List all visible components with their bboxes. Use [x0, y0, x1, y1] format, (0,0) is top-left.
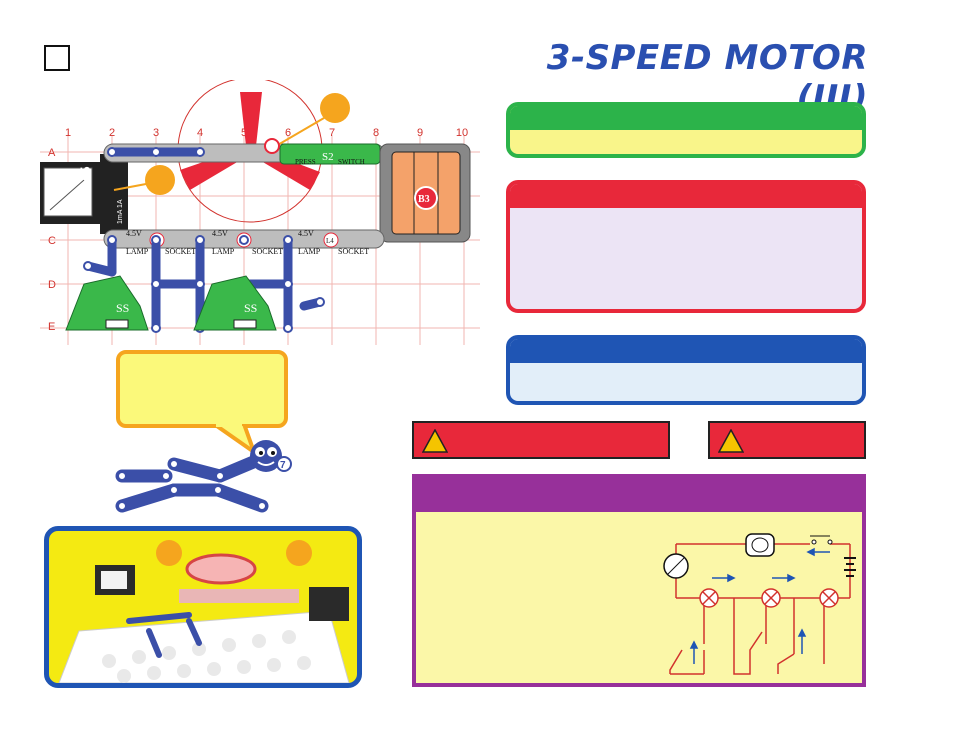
checkbox-icon[interactable] [44, 45, 70, 71]
col-label: 7 [329, 127, 335, 139]
instructions-box [506, 180, 866, 313]
callout-marker [145, 165, 175, 195]
row-label: C [48, 235, 56, 247]
warning-icon [718, 429, 744, 453]
col-label: 9 [417, 127, 423, 139]
warning-banner [412, 421, 670, 459]
lamp-label-right: SOCKET [252, 247, 283, 256]
page-title: 3-SPEED MOTOR (III) [546, 38, 868, 118]
mascot-icon: 7 [115, 440, 292, 513]
switch-label-right: SWITCH [338, 158, 365, 166]
lamp-icon: L4 [326, 237, 334, 245]
meter-label: M5 [78, 166, 94, 188]
info-box [506, 335, 866, 405]
col-label: 10 [456, 127, 468, 139]
col-label: 4 [197, 127, 203, 139]
snap-dots [83, 147, 325, 333]
objective-header [510, 106, 862, 130]
col-label: 5 [241, 127, 247, 139]
board-photo [58, 540, 350, 683]
lamp-voltage: 4.5V [212, 229, 228, 238]
circuit-board-diagram: 1 2 3 4 5 6 7 8 9 10 A B C D E M5 1mA 1A [40, 80, 480, 345]
objective-box [506, 102, 866, 158]
instructions-header [510, 184, 862, 208]
lamp-label-left: LAMP [298, 247, 321, 256]
row-label: E [48, 321, 55, 333]
slide-switch-label: SS [244, 301, 257, 315]
lamp-label-right: SOCKET [165, 247, 196, 256]
col-label: 8 [373, 127, 379, 139]
col-label: 6 [285, 127, 291, 139]
schematic-diagram [663, 533, 856, 675]
column-labels: 1 2 3 4 5 6 7 8 9 10 [65, 127, 468, 139]
slide-switch-label: SS [116, 301, 129, 315]
switch-part-label: S2 [322, 151, 334, 163]
info-header [510, 339, 862, 363]
warning-banner [708, 421, 866, 459]
col-label: 3 [153, 127, 159, 139]
callout-marker [320, 93, 350, 123]
lamp-sockets: 4.5V LAMP SOCKET L4 4.5V LAMP SOCKET L4 … [126, 229, 369, 256]
switch-icon: S2 PRESS SWITCH [279, 143, 381, 166]
speech-bubble-tail [212, 424, 256, 454]
meter-range-label: 1mA 1A [117, 199, 124, 224]
schematic-header [416, 478, 862, 512]
schematic-box [412, 474, 866, 687]
battery-label: B3 [418, 194, 430, 205]
row-label: A [48, 147, 56, 159]
slide-switch-icon: SS SS [65, 275, 277, 331]
col-label: 2 [109, 127, 115, 139]
warning-icon [422, 429, 448, 453]
battery-icon: B3 [379, 143, 471, 243]
lamp-voltage: 4.5V [298, 229, 314, 238]
lamp-label-left: LAMP [212, 247, 235, 256]
switch-label-left: PRESS [295, 158, 316, 166]
col-label: 1 [65, 127, 71, 139]
lamp-label-left: LAMP [126, 247, 149, 256]
meter-icon: M5 1mA 1A [40, 154, 128, 234]
photo-frame [44, 526, 362, 688]
fan-blade-icon [180, 92, 320, 190]
mascot-badge: 7 [280, 460, 286, 471]
speech-bubble [116, 350, 288, 428]
lamp-label-right: SOCKET [338, 247, 369, 256]
motor-icon [745, 533, 775, 557]
row-label: D [48, 279, 56, 291]
lamp-voltage: 4.5V [126, 229, 142, 238]
